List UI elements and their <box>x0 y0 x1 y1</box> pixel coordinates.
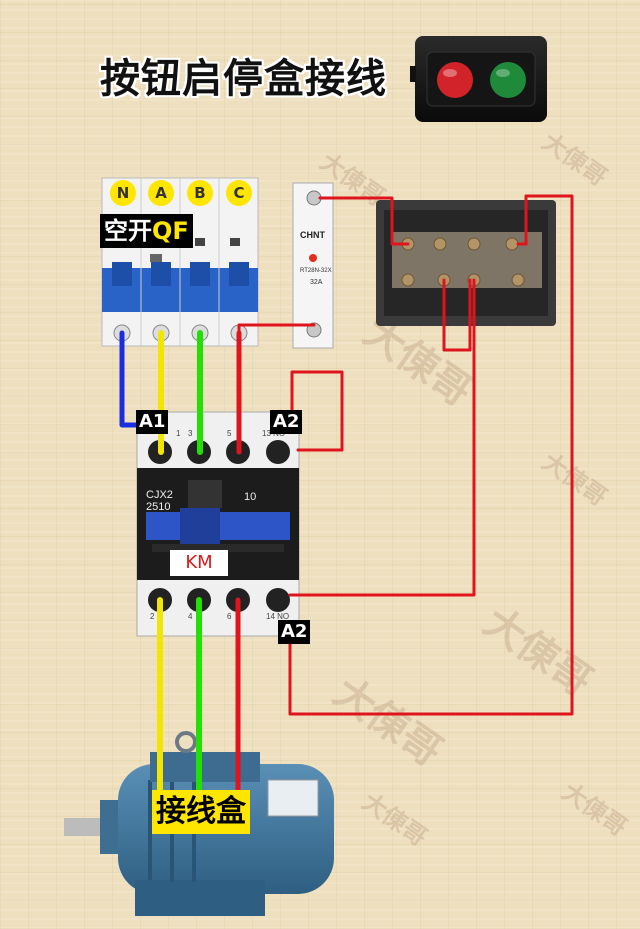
fuse-brand: CHNT <box>300 230 325 240</box>
terminal-no: 14 NO <box>266 612 289 621</box>
terminal-label-a: A <box>148 180 174 206</box>
coil-a2-top-label: A2 <box>270 410 303 434</box>
contactor-label: KM <box>170 550 228 576</box>
fuse-model: RT28N-32X <box>300 268 332 274</box>
terminal-label-b: B <box>187 180 213 206</box>
button-terminal-block <box>376 200 556 326</box>
terminal-no: 1 <box>176 429 181 438</box>
contactor-model-line2: 2510 <box>146 501 170 513</box>
terminal-no: 2 <box>150 612 155 621</box>
fuse-rating: 32A <box>310 279 323 286</box>
coil-a1-label: A1 <box>136 410 169 434</box>
terminal-label-n: N <box>110 180 136 206</box>
contactor-model-line1: CJX2 <box>146 489 173 501</box>
terminal-label-c: C <box>226 180 252 206</box>
terminal-no: 5 <box>227 429 232 438</box>
wire-red-bridge <box>442 278 472 352</box>
motor-terminal-box-label: 接线盒 <box>152 790 250 834</box>
terminal-no: 6 <box>227 612 232 621</box>
wire-blue-neutral <box>119 330 141 428</box>
terminal-no: 3 <box>188 429 193 438</box>
breaker-label-cn: 空开 <box>104 217 152 245</box>
breaker-label: 空开QF <box>100 214 193 248</box>
contactor-rating: 10 <box>244 491 256 503</box>
terminal-no: 4 <box>188 612 193 621</box>
start-button-green <box>490 62 526 98</box>
page-title: 按钮启停盒接线 <box>100 56 387 102</box>
wire-red-to-14no <box>288 278 476 597</box>
wire-red-a2-loop <box>290 370 344 452</box>
wire-red-to-fuse <box>237 323 316 335</box>
coil-a2-bottom-label: A2 <box>278 620 311 644</box>
wire-red-fuse-to-button <box>318 196 410 246</box>
fuse-holder <box>292 182 334 349</box>
wire-red-outer-loop <box>288 194 574 716</box>
button-station <box>410 36 547 122</box>
breaker-label-qf: QF <box>152 217 189 245</box>
stop-button-red <box>437 62 473 98</box>
circuit-breaker-qf <box>101 177 259 347</box>
